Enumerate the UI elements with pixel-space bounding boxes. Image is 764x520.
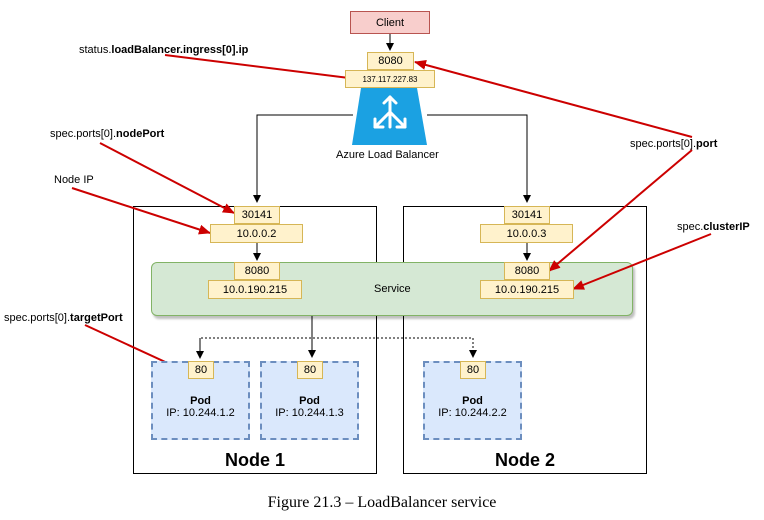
pod-port-box: 80 (188, 361, 214, 379)
annotation-ingress-ip: status.loadBalancer.ingress[0].ip (79, 44, 249, 56)
service-label: Service (374, 283, 411, 295)
service-right-ip-box: 10.0.190.215 (480, 280, 574, 299)
lb-to-node1-arrow (253, 114, 353, 203)
lb-name: Azure Load Balancer (336, 149, 439, 161)
load-balancer-icon (352, 88, 427, 145)
node2-nodeport-box: 30141 (504, 206, 550, 224)
pod-port-box: 80 (297, 361, 323, 379)
node2-ip-box: 10.0.0.3 (480, 224, 573, 243)
lb-ip-box: 137.117.227.83 (345, 70, 435, 88)
lb-port-box: 8080 (367, 52, 414, 70)
annotation-port: spec.ports[0].port (630, 138, 718, 150)
pod-title: Pod (462, 395, 483, 407)
service-dotted-link (199, 337, 477, 358)
ingress-arrow (164, 54, 366, 84)
pod-ip: IP: 10.244.1.3 (275, 407, 344, 419)
lb-to-node2-arrow (427, 114, 531, 203)
clusterip-arrow (572, 233, 712, 290)
pod-ip: IP: 10.244.1.2 (166, 407, 235, 419)
client-box: Client (350, 11, 430, 34)
node1-ip-box: 10.0.0.2 (210, 224, 303, 243)
figure-caption: Figure 21.3 – LoadBalancer service (267, 494, 497, 511)
nodeport-arrow (99, 142, 235, 214)
pod-title: Pod (299, 395, 320, 407)
nodeip-arrow (71, 187, 211, 235)
port-arrow-to-lb (414, 60, 693, 138)
port-arrow-to-service (548, 149, 693, 272)
service-left-ip-box: 10.0.190.215 (208, 280, 302, 299)
annotation-node-ip: Node IP (54, 174, 94, 186)
annotation-cluster-ip: spec.clusterIP (677, 221, 750, 233)
annotation-target-port: spec.ports[0].targetPort (4, 312, 123, 324)
pod-ip: IP: 10.244.2.2 (438, 407, 507, 419)
node1-nodeport-box: 30141 (234, 206, 280, 224)
annotation-nodeport: spec.ports[0].nodePort (50, 128, 165, 140)
node-2-title: Node 2 (494, 450, 555, 470)
service-left-port-box: 8080 (234, 262, 280, 280)
node-1-title: Node 1 (224, 450, 285, 470)
pod-title: Pod (190, 395, 211, 407)
service-right-port-box: 8080 (504, 262, 550, 280)
pod-port-box: 80 (460, 361, 486, 379)
